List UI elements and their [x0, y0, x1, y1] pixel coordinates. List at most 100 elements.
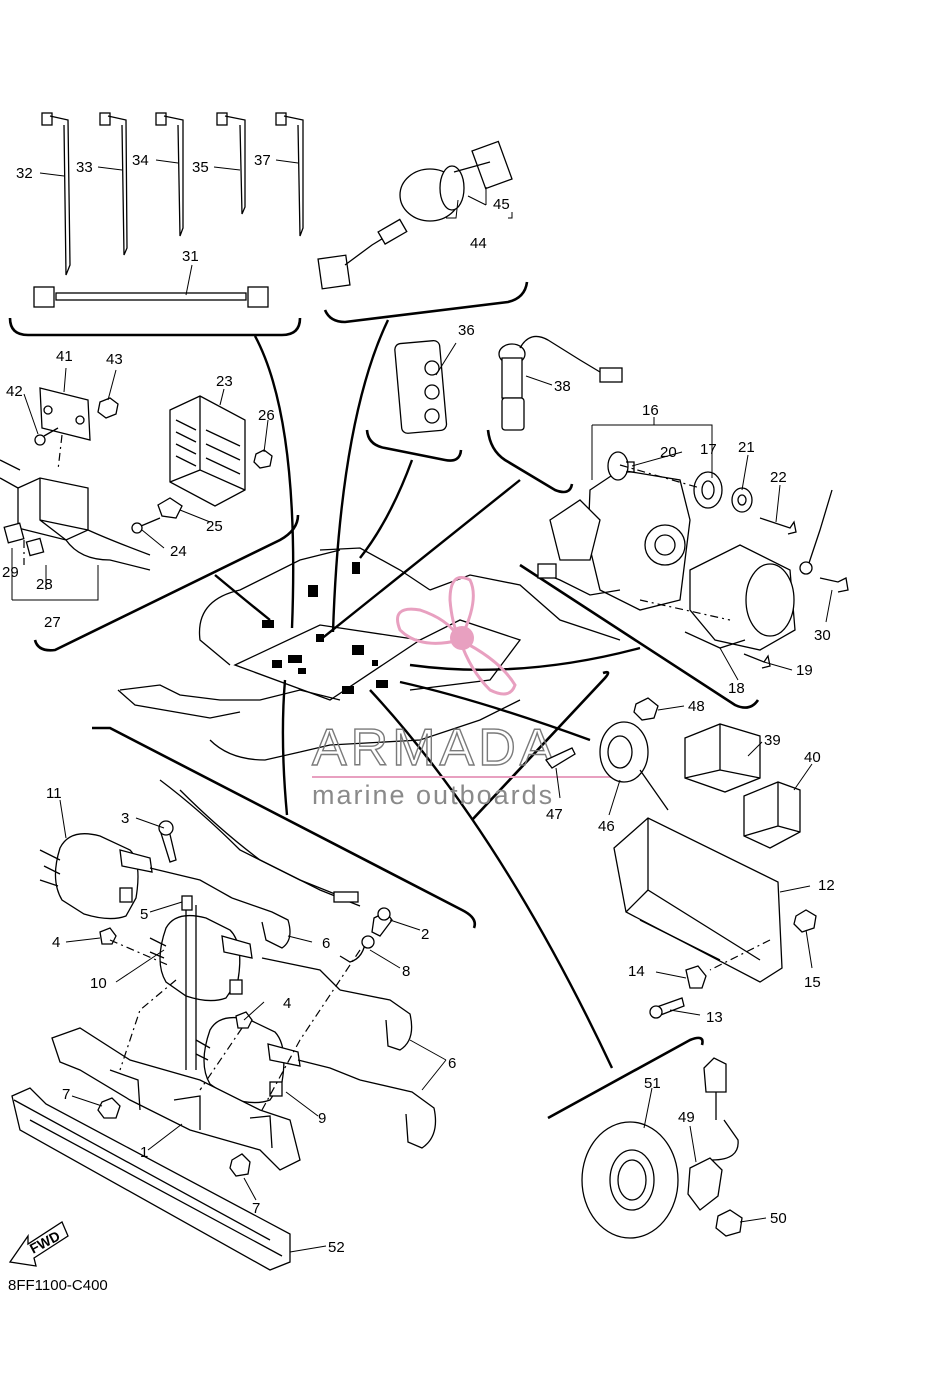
label-3: 3 [121, 810, 129, 827]
sensor-46 [599, 721, 669, 811]
label-2: 2 [421, 926, 429, 943]
label-5: 5 [140, 906, 148, 923]
wire-harness-group [33, 112, 304, 308]
label-4-b: 4 [283, 995, 291, 1012]
bolt-47 [544, 747, 576, 769]
wire-35 [216, 112, 246, 215]
label-9: 9 [318, 1110, 326, 1127]
part-labels: 1 2 3 4 4 5 6 6 6 7 7 8 9 10 11 12 13 14… [2, 152, 835, 1256]
label-52: 52 [328, 1239, 345, 1256]
label-13: 13 [706, 1009, 723, 1026]
wire-33 [99, 112, 128, 256]
wire-37 [275, 112, 304, 237]
label-17: 17 [700, 441, 717, 458]
label-44: 44 [470, 235, 487, 252]
bolt-42 [34, 427, 59, 446]
bolt-48 [633, 697, 659, 721]
wire-34 [155, 112, 184, 237]
clip-5 [181, 895, 193, 911]
label-30: 30 [814, 627, 831, 644]
label-16: 16 [642, 402, 659, 419]
label-6-b: 6 [448, 1055, 456, 1072]
label-6-a: 6 [322, 935, 330, 952]
watermark-subtitle: marine outboards [312, 780, 554, 810]
label-46: 46 [598, 818, 615, 835]
cap-28 [25, 537, 45, 557]
label-29: 29 [2, 564, 19, 581]
clamp-8 [339, 935, 375, 963]
bolt-2 [371, 907, 393, 937]
label-38: 38 [554, 378, 571, 395]
ignition-coil-11 [39, 833, 153, 920]
label-32: 32 [16, 165, 33, 182]
label-10: 10 [90, 975, 107, 992]
label-4-a: 4 [52, 934, 60, 951]
label-50: 50 [770, 1210, 787, 1227]
label-21: 21 [738, 439, 755, 456]
cap-29 [3, 522, 25, 544]
bolt-50 [715, 1209, 743, 1237]
connector-36 [394, 340, 448, 434]
wire-31 [33, 286, 269, 308]
diagram-code: 8FF1100-C400 [8, 1277, 108, 1294]
wire-32 [41, 112, 71, 276]
rail-52 [11, 1087, 291, 1271]
dash-lines [23, 434, 771, 1111]
nut-15 [793, 909, 817, 933]
label-33: 33 [76, 159, 93, 176]
group-frames [8, 281, 760, 1120]
label-12: 12 [818, 877, 835, 894]
label-36: 36 [458, 322, 475, 339]
bolt-19 [743, 653, 771, 669]
bolt-13 [649, 997, 685, 1019]
label-8: 8 [402, 963, 410, 980]
label-leaders [11, 159, 833, 1253]
label-27: 27 [44, 614, 61, 631]
label-31: 31 [182, 248, 199, 265]
label-51: 51 [644, 1075, 661, 1092]
cap-20 [607, 451, 635, 481]
fwd-label: FWD [27, 1228, 63, 1257]
plug-caps-6 [149, 867, 437, 1149]
label-22: 22 [770, 469, 787, 486]
label-20: 20 [660, 444, 677, 461]
main-switch [317, 140, 513, 290]
pickup-49 [687, 1057, 739, 1211]
watermark-title: ARMADA [312, 719, 558, 777]
watermark: ARMADA marine outboards [311, 576, 614, 810]
bolt-3 [158, 820, 177, 863]
cover-40 [743, 781, 801, 849]
label-23: 23 [216, 373, 233, 390]
clip-30 [799, 489, 849, 593]
bracket-1 [51, 1027, 301, 1171]
grommet-14 [685, 965, 707, 989]
label-47: 47 [546, 806, 563, 823]
ignition-coil-9 [195, 1016, 301, 1104]
sensor-18 [684, 544, 796, 651]
ignition-coil-10 [149, 914, 253, 1002]
label-19: 19 [796, 662, 813, 679]
washer-25 [157, 497, 183, 519]
label-34: 34 [132, 152, 149, 169]
propeller-logo [396, 576, 517, 696]
label-41: 41 [56, 348, 73, 365]
nut-43 [97, 397, 119, 419]
bolt-22 [759, 517, 797, 535]
label-24: 24 [170, 543, 187, 560]
label-40: 40 [804, 749, 821, 766]
bolt-24 [131, 517, 161, 534]
label-48: 48 [688, 698, 705, 715]
throttle-body-16 [537, 469, 691, 611]
label-28: 28 [36, 576, 53, 593]
label-26: 26 [258, 407, 275, 424]
label-35: 35 [192, 159, 209, 176]
cover-39 [684, 723, 761, 793]
label-11: 11 [46, 785, 62, 802]
label-7-b: 7 [252, 1200, 260, 1217]
harness-lines [159, 779, 361, 1070]
label-15: 15 [804, 974, 821, 991]
nuts-7 [97, 1097, 251, 1177]
label-25: 25 [206, 518, 223, 535]
label-7-a: 7 [62, 1086, 70, 1103]
